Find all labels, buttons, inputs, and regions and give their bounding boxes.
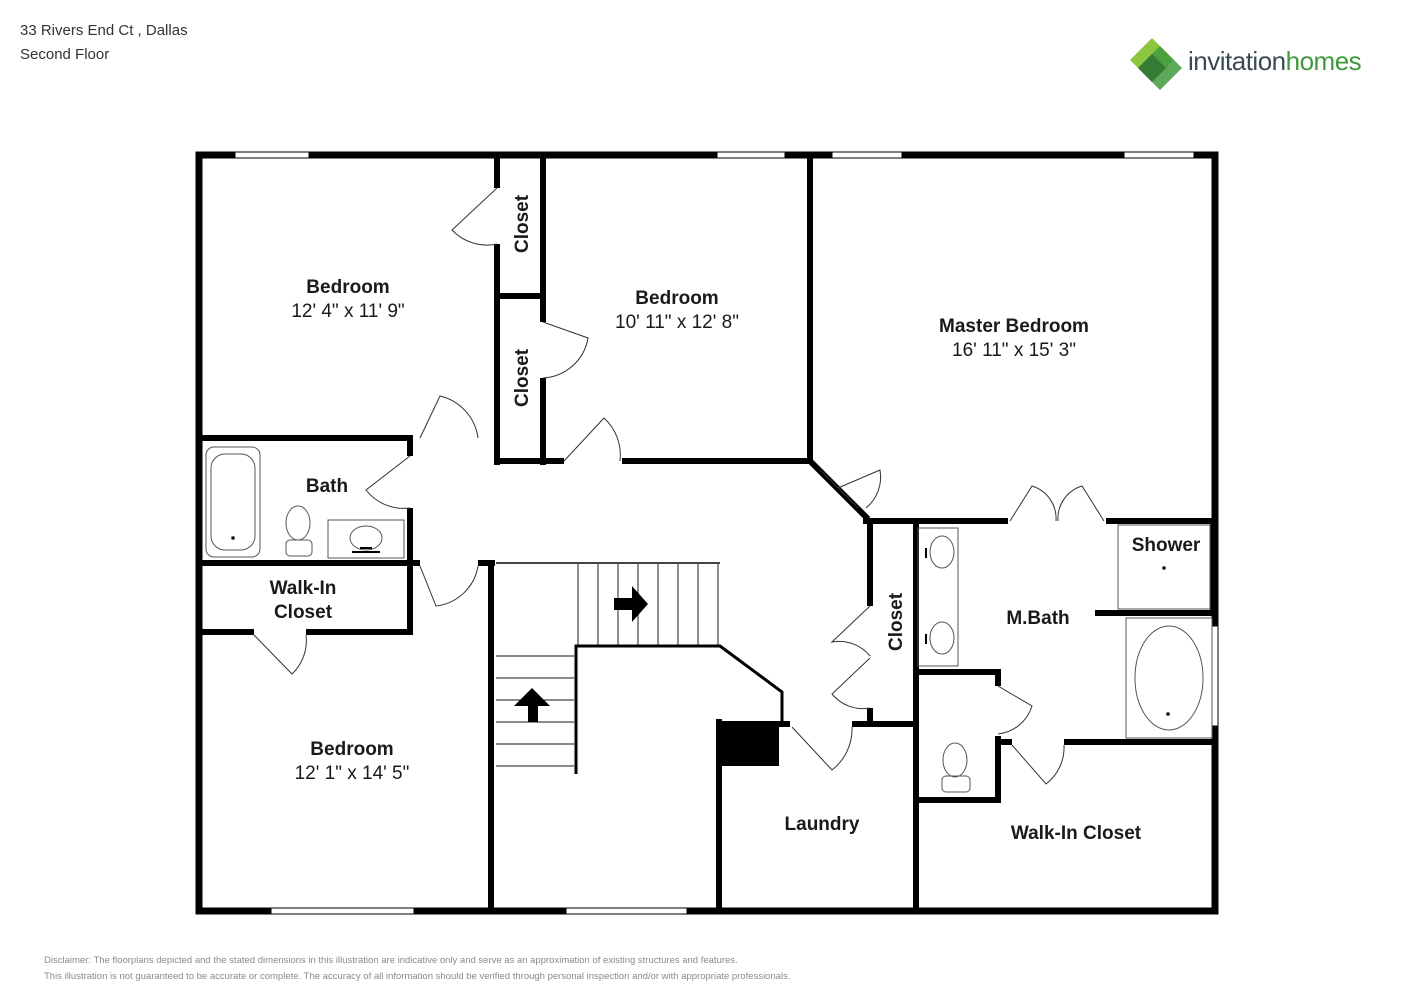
stair-arrow-up-icon [514,688,550,722]
door [419,395,479,439]
window [234,151,310,159]
room-name-bedroom-nw: Bedroom [306,277,389,298]
brand-logo: invitationhomes [1128,36,1388,92]
double-door [1009,485,1105,522]
fixtures [205,446,1213,793]
double-vanity-icon [917,527,959,667]
room-name-shower: Shower [1132,535,1201,556]
stair-arrow-right-icon [614,586,648,622]
room-dims-bedroom-nw: 12' 4" x 11' 9" [291,301,404,322]
room-dims-bedroom-sw: 12' 1" x 14' 5" [295,763,410,784]
brand-name-part1: invitation [1188,46,1286,76]
toilet-icon [285,505,311,541]
room-name-closet-3: Closet [886,592,907,651]
door [791,726,853,771]
room-name-walkin-closet-w-line2: Closet [274,602,333,623]
doors [253,187,1106,785]
tub-icon [1125,617,1213,739]
room-name-mbath: M.Bath [1006,608,1069,629]
room-name-laundry: Laundry [785,814,860,835]
door [365,455,411,509]
room-dims-master-bedroom: 16' 11" x 15' 3" [952,340,1076,361]
room-name-closet-2: Closet [512,348,533,407]
room-name-bedroom-sw: Bedroom [310,739,393,760]
room-name-walkin-closet-w-line1: Walk-In [270,578,337,599]
room-name-walkin-closet-e: Walk-In Closet [1011,823,1142,844]
disclaimer-line-1: Disclaimer: The floorplans depicted and … [44,955,738,966]
disclaimer-line-2: This illustration is not guaranteed to b… [44,971,791,982]
window [831,151,903,159]
room-name-bath: Bath [306,476,348,497]
room-name-bedroom-mid: Bedroom [635,288,718,309]
wall [805,456,871,522]
door [542,321,589,379]
brand-name-part2: homes [1285,46,1362,76]
exterior-wall [195,151,1219,915]
room-dims-bedroom-mid: 10' 11" x 12' 8" [615,312,739,333]
door [819,469,882,509]
shower-icon [1117,524,1211,610]
double-door [830,605,871,710]
brand-logo-icon [1130,38,1182,90]
floor-label: Second Floor [20,46,110,63]
window [716,151,786,159]
window [1211,625,1219,727]
room-name-closet-1: Closet [512,194,533,253]
door [1011,744,1065,785]
room-name-master-bedroom: Master Bedroom [939,316,1089,337]
door [997,685,1033,735]
brand-logo-wordmark: invitationhomes [1188,46,1362,77]
door [563,417,621,462]
toilet-icon [942,742,968,778]
room-labels: Bedroom 12' 4" x 11' 9" Bedroom 10' 11" … [270,194,1201,844]
windows [234,151,1219,915]
window [565,907,688,915]
walls [195,151,1219,915]
window [270,907,415,915]
bathtub-icon [205,446,261,558]
property-address: 33 Rivers End Ct , Dallas [20,22,188,39]
door [419,565,479,607]
sink-vanity-icon [327,519,405,559]
window [1123,151,1195,159]
storage-block [717,722,779,766]
door [253,634,307,675]
staircase [496,562,784,774]
door [451,187,498,246]
